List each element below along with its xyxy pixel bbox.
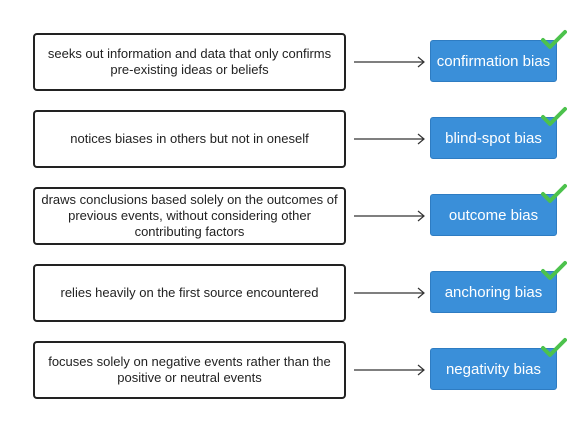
arrow-right-icon bbox=[354, 56, 425, 68]
answer-tile[interactable]: confirmation bias bbox=[430, 40, 557, 82]
match-row: draws conclusions based solely on the ou… bbox=[0, 184, 577, 249]
description-box: draws conclusions based solely on the ou… bbox=[33, 187, 346, 245]
description-box: focuses solely on negative events rather… bbox=[33, 341, 346, 399]
arrow-right-icon bbox=[354, 133, 425, 145]
answer-tile[interactable]: negativity bias bbox=[430, 348, 557, 390]
match-row: focuses solely on negative events rather… bbox=[0, 338, 577, 403]
description-text: focuses solely on negative events rather… bbox=[48, 354, 331, 385]
arrow-right-icon bbox=[354, 287, 425, 299]
answer-label: blind-spot bias bbox=[445, 129, 542, 147]
answer-label: negativity bias bbox=[445, 360, 542, 378]
description-text: draws conclusions based solely on the ou… bbox=[41, 192, 338, 239]
check-icon bbox=[541, 184, 567, 203]
description-text: seeks out information and data that only… bbox=[47, 46, 332, 77]
answer-label: outcome bias bbox=[448, 206, 539, 224]
arrow-right-icon bbox=[354, 210, 425, 222]
description-box: relies heavily on the first source encou… bbox=[33, 264, 346, 322]
description-box: notices biases in others but not in ones… bbox=[33, 110, 346, 168]
check-icon bbox=[541, 107, 567, 126]
match-row: notices biases in others but not in ones… bbox=[0, 107, 577, 172]
match-row: relies heavily on the first source encou… bbox=[0, 261, 577, 326]
answer-label: confirmation bias bbox=[436, 52, 551, 70]
answer-label: anchoring bias bbox=[444, 283, 543, 301]
description-box: seeks out information and data that only… bbox=[33, 33, 346, 91]
answer-tile[interactable]: anchoring bias bbox=[430, 271, 557, 313]
answer-tile[interactable]: blind-spot bias bbox=[430, 117, 557, 159]
check-icon bbox=[541, 261, 567, 280]
match-row: seeks out information and data that only… bbox=[0, 30, 577, 95]
check-icon bbox=[541, 30, 567, 49]
description-text: notices biases in others but not in ones… bbox=[70, 131, 309, 146]
description-text: relies heavily on the first source encou… bbox=[60, 285, 319, 300]
arrow-right-icon bbox=[354, 364, 425, 376]
answer-tile[interactable]: outcome bias bbox=[430, 194, 557, 236]
check-icon bbox=[541, 338, 567, 357]
